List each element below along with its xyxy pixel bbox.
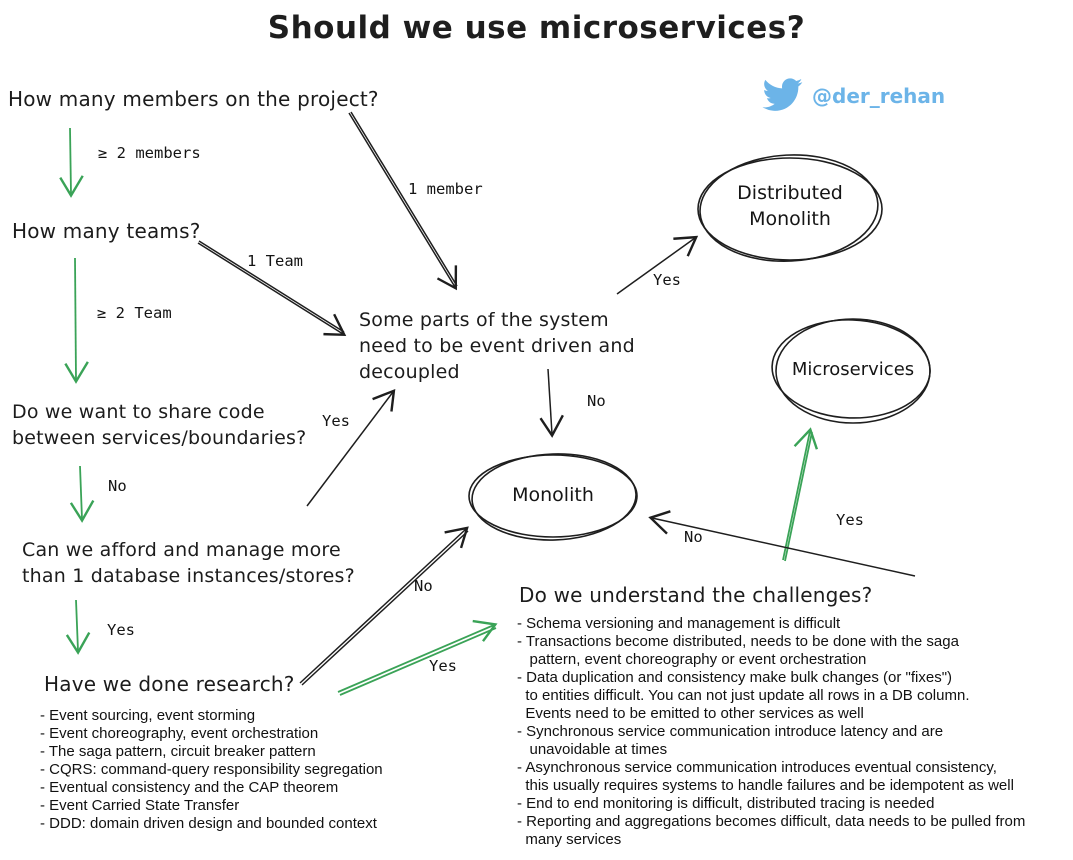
list-item: many services bbox=[517, 831, 622, 848]
edge-label-dm-yes: Yes bbox=[653, 271, 681, 289]
list-item: - Schema versioning and management is di… bbox=[517, 615, 841, 632]
list-item: this usually requires systems to handle … bbox=[517, 777, 1014, 794]
list-item: Events need to be emitted to other servi… bbox=[517, 705, 864, 722]
list-item: to entities difficult. You can not just … bbox=[517, 687, 970, 704]
edge-label-research-no: No bbox=[414, 577, 433, 595]
edge-label-ge2-members: ≥ 2 members bbox=[98, 144, 201, 162]
question-event-driven: Some parts of the system need to be even… bbox=[359, 309, 635, 384]
list-item: unavoidable at times bbox=[517, 741, 668, 758]
question-research: Have we done research? bbox=[44, 672, 295, 696]
edge-label-research-yes: Yes bbox=[429, 657, 457, 675]
list-item: - Asynchronous service communication int… bbox=[517, 759, 997, 776]
list-item: - The saga pattern, circuit breaker patt… bbox=[40, 743, 316, 760]
question-teams: How many teams? bbox=[12, 219, 201, 243]
list-item: - Event sourcing, event storming bbox=[40, 707, 256, 724]
page-title: Should we use microservices? bbox=[267, 10, 806, 46]
list-item: - Event choreography, event orchestratio… bbox=[40, 725, 319, 742]
question-share-code: Do we want to share code between service… bbox=[12, 401, 307, 450]
edge-label-share-yes: Yes bbox=[322, 412, 350, 430]
list-item: - Synchronous service communication intr… bbox=[517, 723, 944, 740]
twitter-handle: @der_rehan bbox=[812, 84, 946, 108]
node-monolith: Monolith bbox=[512, 484, 594, 506]
challenges-list: - Schema versioning and management is di… bbox=[517, 615, 1025, 849]
edge-label-one-member: 1 member bbox=[408, 180, 483, 198]
node-microservices: Microservices bbox=[791, 359, 915, 380]
list-item: - Event Carried State Transfer bbox=[40, 797, 240, 814]
question-databases: Can we afford and manage more than 1 dat… bbox=[22, 539, 355, 588]
twitter-bird-icon bbox=[762, 74, 804, 114]
node-distributed-monolith: Distributed Monolith bbox=[737, 182, 843, 230]
list-item: - DDD: domain driven design and bounded … bbox=[40, 815, 377, 832]
edge-label-ge2-team: ≥ 2 Team bbox=[97, 304, 172, 322]
edge-label-event-no: No bbox=[587, 392, 606, 410]
list-item: - Transactions become distributed, needs… bbox=[517, 633, 959, 650]
list-item: pattern, event choreography or event orc… bbox=[517, 651, 867, 668]
edge-label-db-yes: Yes bbox=[107, 621, 135, 639]
list-item: - Eventual consistency and the CAP theor… bbox=[40, 779, 339, 796]
list-item: - Data duplication and consistency make … bbox=[517, 669, 953, 686]
edge-label-one-team: 1 Team bbox=[247, 252, 303, 270]
list-item: - Reporting and aggregations becomes dif… bbox=[517, 813, 1026, 830]
edge-label-challenges-yes: Yes bbox=[836, 511, 864, 529]
list-item: - CQRS: command-query responsibility seg… bbox=[40, 761, 383, 778]
edge-label-challenges-no: No bbox=[684, 528, 703, 546]
question-challenges: Do we understand the challenges? bbox=[519, 583, 873, 607]
research-topics-list: - Event sourcing, event storming- Event … bbox=[40, 707, 383, 833]
question-members: How many members on the project? bbox=[8, 87, 379, 111]
list-item: - End to end monitoring is difficult, di… bbox=[517, 795, 935, 812]
edge-label-share-no: No bbox=[108, 477, 127, 495]
